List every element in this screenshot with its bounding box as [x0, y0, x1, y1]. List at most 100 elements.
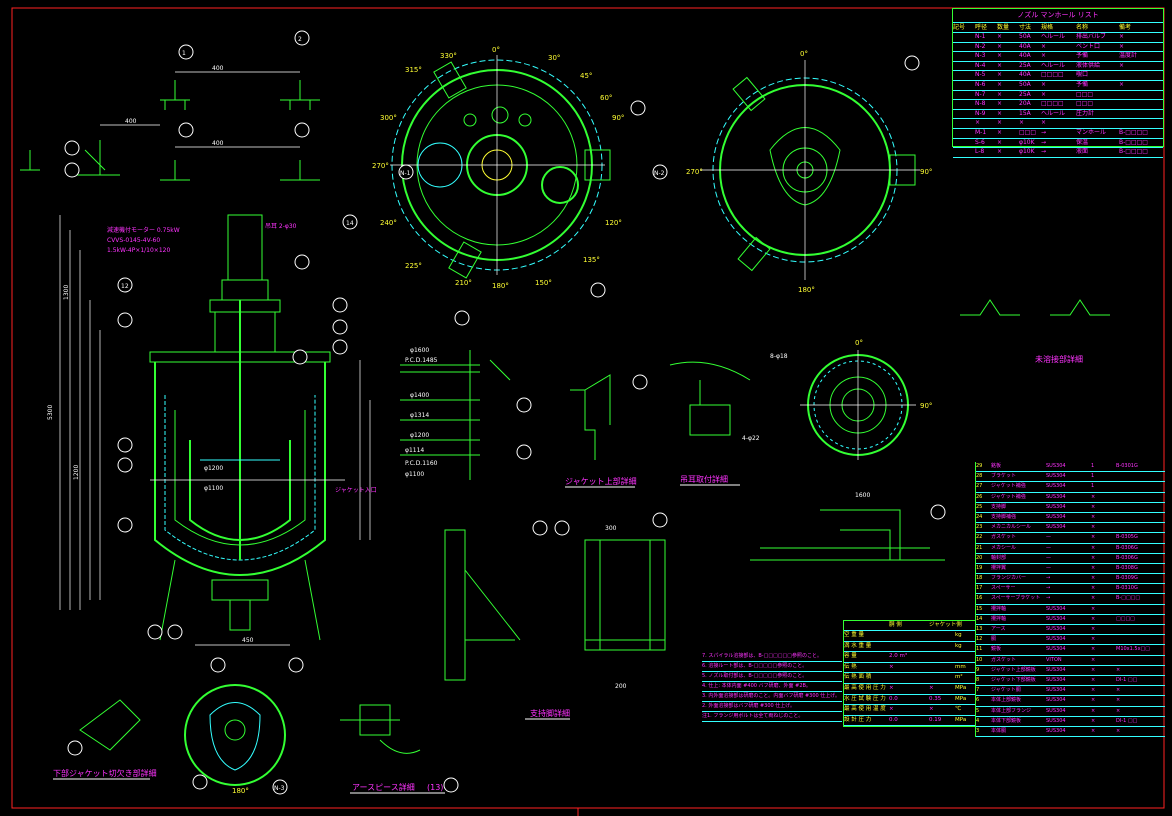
- parts-cell: 20: [976, 554, 983, 561]
- parts-cell: SUS304: [1046, 493, 1066, 500]
- motor-spec2: 1.5kW-4P×1/10×120: [107, 247, 170, 254]
- parts-cell: ×: [1091, 717, 1096, 724]
- parts-cell: [1116, 656, 1165, 665]
- parts-cell: 14: [976, 615, 983, 622]
- nozzle-cell: ×: [1041, 80, 1047, 88]
- nozzle-cell: ×: [997, 109, 1003, 117]
- parts-cell: 3: [976, 727, 980, 734]
- nozzle-cell: ×: [1041, 119, 1047, 127]
- parts-cell: ×: [1091, 727, 1096, 734]
- nozzle-header: 備考: [1119, 24, 1132, 31]
- nozzle-cell: N-6: [975, 80, 986, 88]
- balloon-label: 1: [182, 50, 186, 57]
- balloon-label: 12: [121, 283, 129, 290]
- nozzle-row: N-2×40A×ベント口×: [953, 43, 1163, 53]
- parts-cell: [1116, 513, 1165, 522]
- spec-cell: ×: [889, 663, 894, 670]
- balloon-label: N-3: [274, 785, 285, 792]
- parts-cell: ×: [1091, 534, 1096, 541]
- parts-cell: ×: [1091, 513, 1096, 520]
- parts-cell: 攪拌翼: [991, 564, 1007, 571]
- lug-detail-title: 吊耳取付詳細: [680, 474, 728, 484]
- nozzle-cell: [953, 139, 975, 148]
- parts-cell: SUS304: [1046, 707, 1066, 714]
- nozzle-cell: B-□□□□: [1119, 148, 1148, 156]
- spec-cell: ×: [889, 684, 894, 691]
- parts-cell: 19: [976, 564, 983, 571]
- parts-cell: B-0301G: [1116, 463, 1138, 469]
- support-detail-title: 支持脚詳細: [530, 708, 570, 718]
- angle-top-view1-90: 90°: [612, 114, 624, 122]
- parts-cell: 27: [976, 483, 983, 490]
- nozzle-cell: 排出バルブ: [1076, 33, 1107, 40]
- parts-cell: SUS304: [1046, 666, 1066, 673]
- nozzle-cell: ヘルール: [1041, 109, 1066, 117]
- parts-cell: 本体胴: [991, 727, 1007, 734]
- balloon-label: 2: [298, 36, 302, 43]
- parts-cell: ×: [1116, 727, 1121, 734]
- weld-detail-title: 未溶接部詳細: [1035, 354, 1083, 364]
- spec-cell: [955, 652, 975, 662]
- nozzle-cell: □□□: [1019, 128, 1037, 136]
- angle-top-view1-330: 330°: [440, 52, 457, 60]
- nozzle-cell: ×: [997, 71, 1003, 79]
- nozzle-cell: 液体供給: [1076, 61, 1101, 69]
- parts-cell: VITON: [1046, 656, 1062, 663]
- parts-cell: [1116, 493, 1165, 502]
- nozzle-cell: 50A: [1019, 80, 1031, 88]
- parts-cell: [1116, 635, 1165, 644]
- parts-cell: 胴: [991, 636, 997, 643]
- dim-phi1400: φ1400: [410, 392, 429, 399]
- nozzle-cell: ×: [1041, 42, 1047, 50]
- nozzle-cell: 圧力計: [1076, 109, 1095, 117]
- parts-cell: B-0309G: [1116, 575, 1138, 582]
- parts-cell: [1116, 523, 1165, 532]
- parts-cell: 21: [976, 544, 983, 551]
- earth-piece-drawing: [340, 704, 421, 754]
- parts-cell: ×: [1091, 646, 1096, 653]
- parts-cell: →: [1046, 585, 1051, 592]
- parts-cell: 28: [976, 473, 983, 480]
- parts-cell: —: [1046, 544, 1051, 551]
- parts-cell: ×: [1116, 707, 1121, 714]
- note-line: 5. ノズル取付部は、B-□□□□□参照のこと。: [702, 672, 842, 682]
- spec-cell: 満 水 重 量: [844, 642, 872, 649]
- angle-top-view1-225: 225°: [405, 262, 422, 270]
- parts-cell: SUS304: [1046, 605, 1066, 612]
- parts-cell: SUS304: [1046, 615, 1066, 622]
- parts-cell: B-0310G: [1116, 585, 1138, 592]
- parts-cell: メカニカルシール: [991, 524, 1032, 531]
- dim-300: 300: [605, 525, 617, 532]
- dim-pcd1485: P.C.D.1485: [405, 357, 438, 364]
- lifting-callout: 吊耳 2-φ30: [265, 223, 297, 230]
- nozzle-cell: N-1: [975, 33, 986, 40]
- notes-block: 7. スパイラル溶接部は、B-□□□□□□参照のこと。6. 溶接ルート部は、B-…: [702, 652, 842, 722]
- spec-cell: kg: [955, 632, 962, 638]
- note-line: 7. スパイラル溶接部は、B-□□□□□□参照のこと。: [702, 652, 842, 662]
- flange-bolt-callout: 8-φ18: [770, 353, 788, 360]
- parts-cell: SUS304: [1046, 687, 1066, 694]
- parts-cell: 支持脚補強: [991, 513, 1017, 520]
- nozzle-cell: ×: [1119, 80, 1125, 88]
- parts-cell: ×: [1091, 503, 1096, 510]
- nozzle-cell: [953, 100, 975, 109]
- spec-cell: mm: [955, 663, 966, 670]
- nozzle-cell: φ10K: [1019, 138, 1035, 146]
- parts-cell: 11: [976, 646, 983, 653]
- parts-cell: 5: [976, 707, 980, 714]
- top-plan-view: [390, 55, 611, 279]
- nozzle-cell: ×: [997, 138, 1003, 146]
- parts-cell: ×: [1091, 666, 1096, 673]
- nozzle-cell: S-6: [975, 138, 985, 146]
